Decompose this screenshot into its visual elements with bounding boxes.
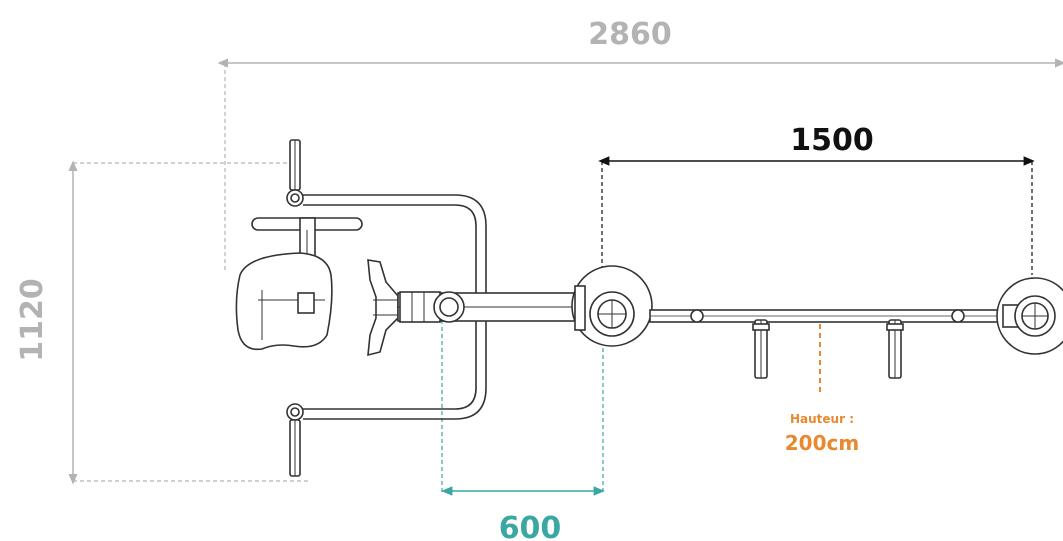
rail-post-right (886, 319, 904, 379)
rail-post-left (752, 319, 770, 379)
overall-width-label: 1120 (15, 278, 50, 362)
height-note-value: 200cm (785, 431, 859, 455)
offset-label: 600 (499, 511, 562, 541)
seat (235, 252, 333, 351)
overall-length-label: 2860 (588, 17, 672, 52)
top-post (286, 139, 304, 207)
height-note: Hauteur : 200cm (785, 324, 859, 455)
bottom-post (286, 403, 304, 477)
dimension-overall-length: 2860 (217, 17, 1063, 272)
end-pivot (996, 277, 1063, 355)
dimension-overall-width: 1120 (15, 160, 310, 485)
equipment-drawing (235, 139, 1063, 477)
dimension-span: 1500 (598, 123, 1035, 275)
height-note-label: Hauteur : (790, 412, 854, 426)
beam-joint (433, 291, 465, 323)
steering-wheel (367, 259, 399, 357)
span-label: 1500 (790, 123, 874, 158)
central-pivot (571, 265, 653, 347)
dimension-offset: 600 (441, 320, 605, 541)
